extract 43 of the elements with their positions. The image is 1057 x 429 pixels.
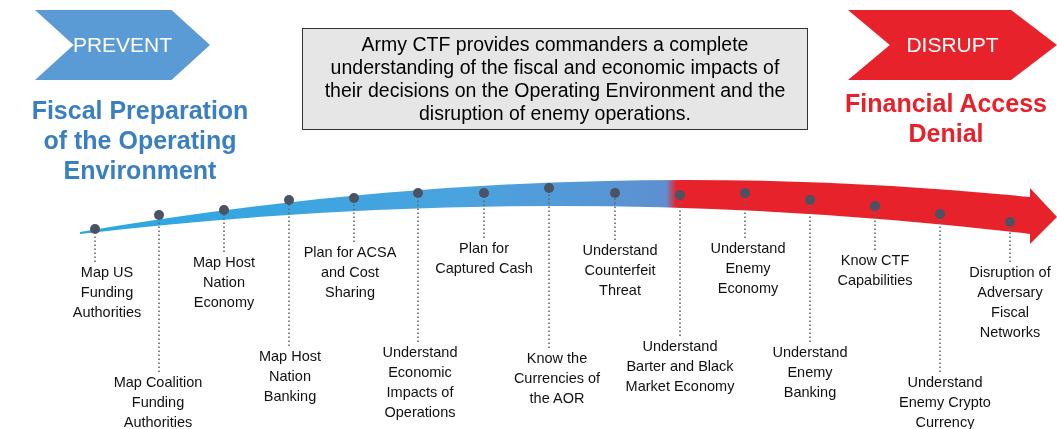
leader-line bbox=[548, 192, 550, 349]
leader-line bbox=[1009, 226, 1011, 263]
timeline-dot bbox=[805, 195, 815, 205]
timeline-dot bbox=[740, 188, 750, 198]
milestone-label: Map Coalition Funding Authorities bbox=[103, 372, 213, 429]
milestone-label: Understand Barter and Black Market Economy bbox=[625, 336, 735, 396]
timeline-dot bbox=[413, 188, 423, 198]
timeline-dot bbox=[1005, 217, 1015, 227]
leader-line bbox=[614, 197, 616, 241]
milestone-label: Map US Funding Authorities bbox=[57, 262, 157, 322]
timeline-dot bbox=[610, 188, 620, 198]
leader-line bbox=[353, 202, 355, 243]
leader-line bbox=[809, 204, 811, 343]
milestone-label: Understand Counterfeit Threat bbox=[565, 240, 675, 300]
leader-line bbox=[874, 210, 876, 251]
milestone-label: Map Host Nation Economy bbox=[179, 252, 269, 312]
milestone-label: Understand Economic Impacts of Operations bbox=[370, 342, 470, 422]
timeline-dot bbox=[935, 209, 945, 219]
timeline-dot bbox=[349, 193, 359, 203]
timeline-dot bbox=[284, 195, 294, 205]
milestone-label: Know the Currencies of the AOR bbox=[502, 348, 612, 408]
milestone-label: Map Host Nation Banking bbox=[245, 346, 335, 406]
chevron-banner: DISRUPT bbox=[848, 10, 1057, 80]
milestone-label: Understand Enemy Economy bbox=[698, 238, 798, 298]
milestone-label: Know CTF Capabilities bbox=[825, 250, 925, 290]
timeline-dot bbox=[479, 188, 489, 198]
leader-line bbox=[223, 214, 225, 253]
timeline-dot bbox=[219, 205, 229, 215]
timeline-dot bbox=[544, 183, 554, 193]
timeline-dot bbox=[675, 190, 685, 200]
section-heading: Financial Access Denial bbox=[844, 88, 1048, 148]
timeline-dot bbox=[90, 224, 100, 234]
milestone-label: Plan for ACSA and Cost Sharing bbox=[300, 242, 400, 302]
leader-line bbox=[288, 204, 290, 347]
timeline-dot bbox=[154, 210, 164, 220]
summary-box: Army CTF provides commanders a complete understanding of the fiscal and economic impacts of their decisions on the Operating Environment and the disruption of enemy operations. bbox=[302, 28, 808, 130]
timeline-dot bbox=[870, 201, 880, 211]
milestone-label: Disruption of Adversary Fiscal Networks bbox=[960, 262, 1057, 342]
leader-line bbox=[939, 218, 941, 373]
chevron-banner: PREVENT bbox=[35, 10, 210, 80]
section-heading: Fiscal Preparation of the Operating Environment bbox=[30, 95, 250, 185]
milestone-label: Understand Enemy Banking bbox=[760, 342, 860, 402]
milestone-label: Plan for Captured Cash bbox=[429, 238, 539, 278]
